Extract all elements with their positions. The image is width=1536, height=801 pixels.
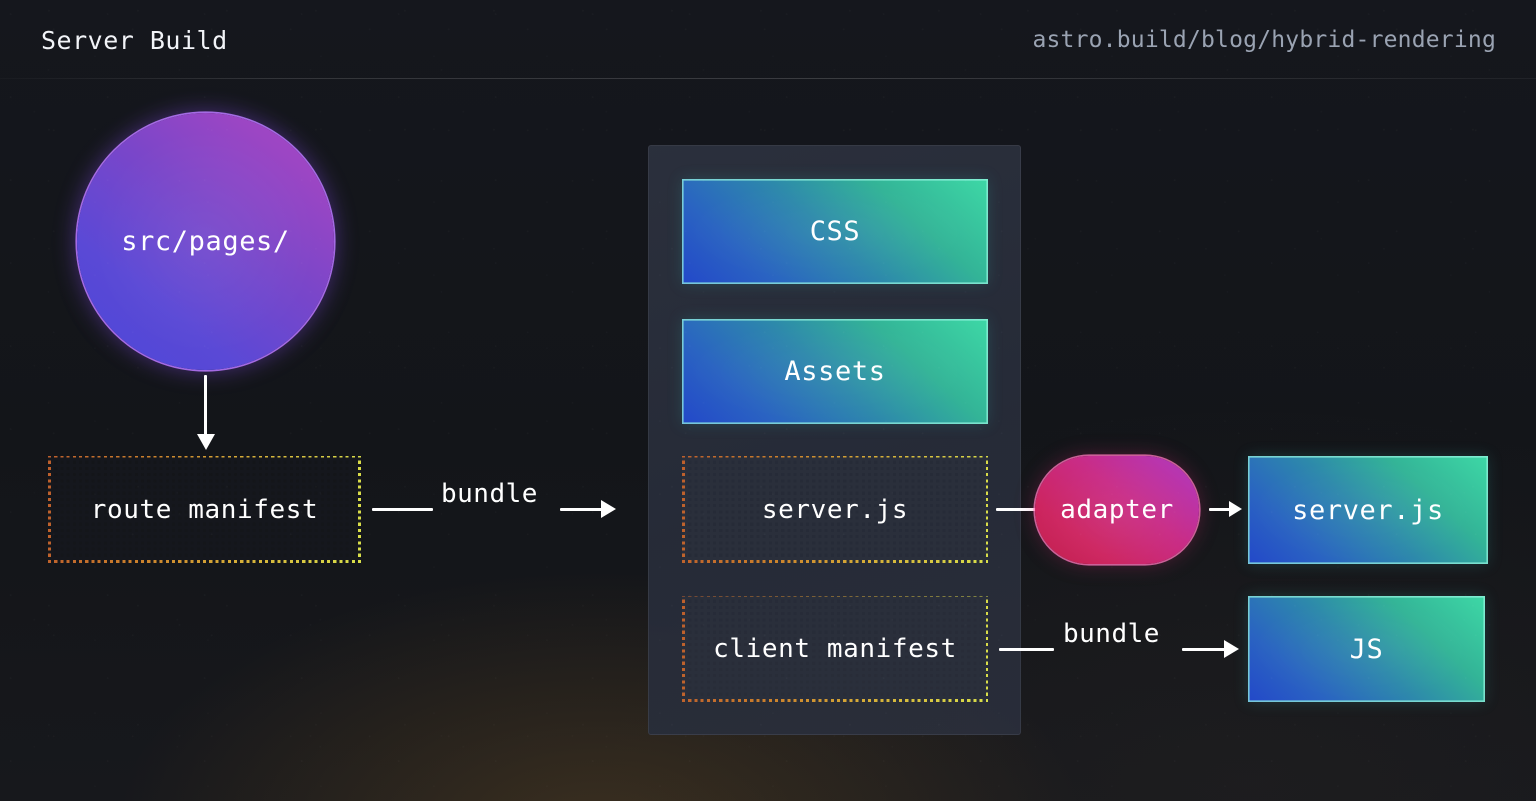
node-assets: Assets [682, 319, 988, 424]
node-src-pages-label: src/pages/ [121, 226, 290, 257]
edge-source-to-route-line [204, 375, 207, 437]
source-url: astro.build/blog/hybrid-rendering [1032, 27, 1496, 53]
node-js-output: JS [1248, 596, 1485, 702]
page-title: Server Build [41, 26, 228, 55]
edge-server-to-adapter-line [996, 508, 1036, 511]
edge-source-to-route-arrowhead [197, 434, 215, 450]
node-css: CSS [682, 179, 988, 284]
node-adapter: adapter [1035, 456, 1199, 564]
header-divider [0, 78, 1536, 79]
node-server-output-label: server.js [1292, 494, 1444, 526]
edge-route-bundle-line-left [372, 508, 433, 511]
header-bar: Server Build astro.build/blog/hybrid-ren… [0, 0, 1536, 79]
edge-adapter-to-output-line [1209, 508, 1233, 511]
edge-route-bundle-line-right [560, 508, 605, 511]
edge-client-bundle-line-right [1182, 648, 1228, 651]
node-css-label: CSS [809, 216, 861, 247]
edge-route-bundle-label: bundle [441, 479, 538, 509]
node-server-output: server.js [1248, 456, 1488, 564]
node-client-manifest: client manifest [682, 596, 988, 702]
node-server-manifest-label: server.js [761, 494, 909, 525]
node-assets-label: Assets [784, 356, 886, 387]
edge-client-bundle-label: bundle [1063, 619, 1160, 649]
node-src-pages: src/pages/ [77, 113, 334, 370]
node-route-manifest-label: route manifest [90, 494, 319, 525]
edge-route-bundle-arrowhead [601, 500, 616, 518]
edge-client-bundle-arrowhead [1224, 640, 1239, 658]
node-server-manifest: server.js [682, 456, 988, 563]
edge-client-bundle-line-left [999, 648, 1054, 651]
node-client-manifest-label: client manifest [713, 634, 957, 664]
node-js-output-label: JS [1349, 633, 1384, 665]
node-route-manifest: route manifest [48, 456, 361, 563]
node-adapter-label: adapter [1060, 495, 1174, 525]
edge-adapter-to-output-arrowhead [1229, 501, 1242, 517]
